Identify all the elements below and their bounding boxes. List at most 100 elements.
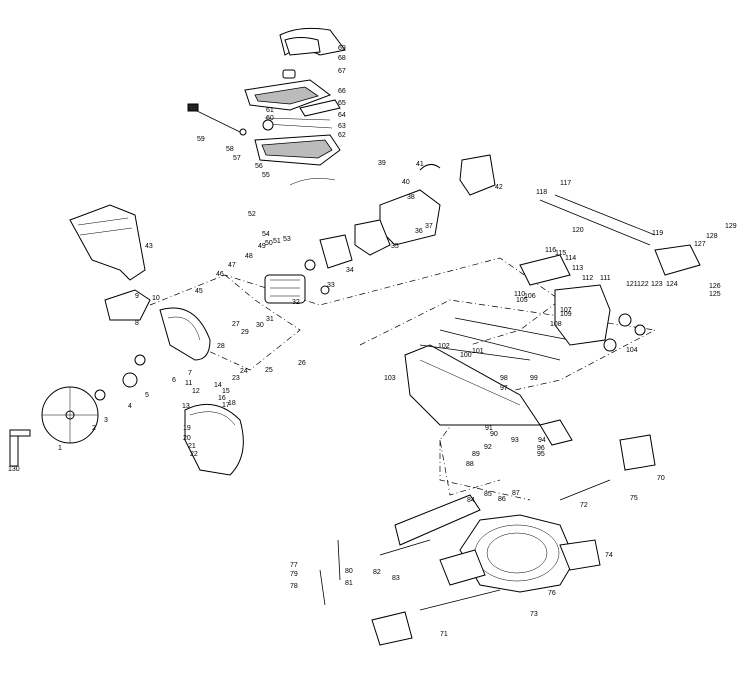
part-number-label: 12	[192, 388, 200, 395]
part-number-label: 64	[338, 112, 346, 119]
part-number-label: 56	[255, 163, 263, 170]
part-number-label: 38	[407, 194, 415, 201]
part-number-label: 105	[516, 297, 528, 304]
part-number-label: 10	[152, 295, 160, 302]
part-number-label: 14	[214, 382, 222, 389]
part-number-label: 52	[248, 211, 256, 218]
part-number-label: 50	[265, 240, 273, 247]
part-number-label: 31	[266, 316, 274, 323]
part-number-label: 100	[460, 352, 472, 359]
part-number-label: 113	[572, 265, 583, 272]
part-number-label: 104	[626, 347, 638, 354]
part-number-label: 45	[195, 288, 203, 295]
part-number-label: 43	[145, 243, 153, 250]
part-number-label: 4	[128, 403, 132, 410]
part-number-label: 20	[183, 435, 191, 442]
handle-assembly	[187, 27, 346, 186]
part-number-label: 94	[538, 437, 546, 444]
part-number-label: 79	[290, 571, 298, 578]
part-number-label: 125	[709, 291, 721, 298]
part-number-label: 63	[338, 123, 346, 130]
part-number-label: 33	[327, 282, 335, 289]
base-assembly	[319, 434, 656, 646]
part-number-label: 30	[256, 322, 264, 329]
part-number-label: 57	[233, 155, 241, 162]
part-number-label: 112	[582, 275, 593, 282]
part-number-label: 6	[172, 377, 176, 384]
part-number-label: 27	[232, 321, 240, 328]
part-number-label: 62	[338, 132, 346, 139]
part-number-label: 32	[292, 299, 300, 306]
part-number-label: 60	[266, 115, 274, 122]
part-number-label: 66	[338, 88, 346, 95]
part-number-label: 72	[580, 502, 588, 509]
part-number-label: 2	[92, 425, 96, 432]
part-number-label: 91	[485, 425, 493, 432]
part-number-label: 25	[265, 367, 273, 374]
part-number-label: 5	[145, 392, 149, 399]
part-number-label: 92	[484, 444, 492, 451]
part-number-label: 95	[537, 451, 545, 458]
part-number-label: 116	[545, 247, 556, 254]
part-number-label: 119	[652, 230, 663, 237]
part-number-label: 69	[338, 45, 346, 52]
part-number-label: 3	[104, 417, 108, 424]
part-number-label: 17	[222, 402, 230, 409]
part-number-label: 29	[241, 329, 249, 336]
part-number-label: 21	[188, 443, 196, 450]
part-number-label: 9	[135, 293, 139, 300]
part-number-label: 128	[706, 233, 718, 240]
part-number-label: 71	[440, 631, 448, 638]
part-number-label: 99	[530, 375, 538, 382]
part-number-label: 28	[217, 343, 225, 350]
part-number-label: 51	[273, 238, 281, 245]
part-number-label: 74	[605, 552, 613, 559]
part-number-label: 84	[467, 497, 475, 504]
part-number-label: 54	[262, 231, 270, 238]
fence-assembly	[404, 317, 573, 446]
group-outlines	[149, 257, 657, 501]
part-number-label: 98	[500, 375, 508, 382]
part-number-label: 47	[228, 262, 236, 269]
part-number-label: 34	[346, 267, 354, 274]
part-number-label: 111	[600, 275, 611, 282]
part-number-label: 58	[226, 146, 234, 153]
part-number-label: 123	[651, 281, 663, 288]
part-number-label: 46	[216, 271, 224, 278]
part-number-label: 1	[58, 445, 62, 452]
part-number-label: 108	[550, 321, 562, 328]
part-number-label: 96	[537, 445, 545, 452]
part-number-label: 53	[283, 236, 291, 243]
part-number-label: 124	[666, 281, 678, 288]
part-number-label: 67	[338, 68, 346, 75]
part-number-label: 107	[560, 307, 572, 314]
part-number-label: 87	[512, 490, 520, 497]
part-number-label: 7	[188, 370, 192, 377]
part-number-label: 90	[490, 431, 498, 438]
part-number-label: 49	[258, 243, 266, 250]
blade-guard-assembly	[9, 204, 244, 476]
part-number-label: 103	[384, 375, 396, 382]
part-number-label: 75	[630, 495, 638, 502]
part-number-label: 41	[416, 161, 424, 168]
part-number-label: 73	[530, 611, 538, 618]
part-number-label: 68	[338, 55, 346, 62]
part-number-label: 11	[185, 380, 192, 387]
part-number-label: 16	[218, 395, 226, 402]
part-number-label: 121	[626, 281, 638, 288]
part-number-label: 109	[560, 311, 572, 318]
part-number-label: 85	[484, 491, 492, 498]
part-number-label: 122	[637, 281, 649, 288]
part-number-label: 80	[345, 568, 353, 575]
part-number-label: 101	[472, 348, 484, 355]
part-number-label: 26	[298, 360, 306, 367]
part-number-label: 127	[694, 241, 706, 248]
part-number-label: 120	[572, 227, 584, 234]
part-number-label: 86	[498, 496, 506, 503]
part-number-label: 118	[536, 189, 547, 196]
part-number-label: 82	[373, 569, 381, 576]
part-number-label: 93	[511, 437, 519, 444]
part-number-label: 35	[391, 243, 399, 250]
part-number-label: 22	[190, 451, 198, 458]
